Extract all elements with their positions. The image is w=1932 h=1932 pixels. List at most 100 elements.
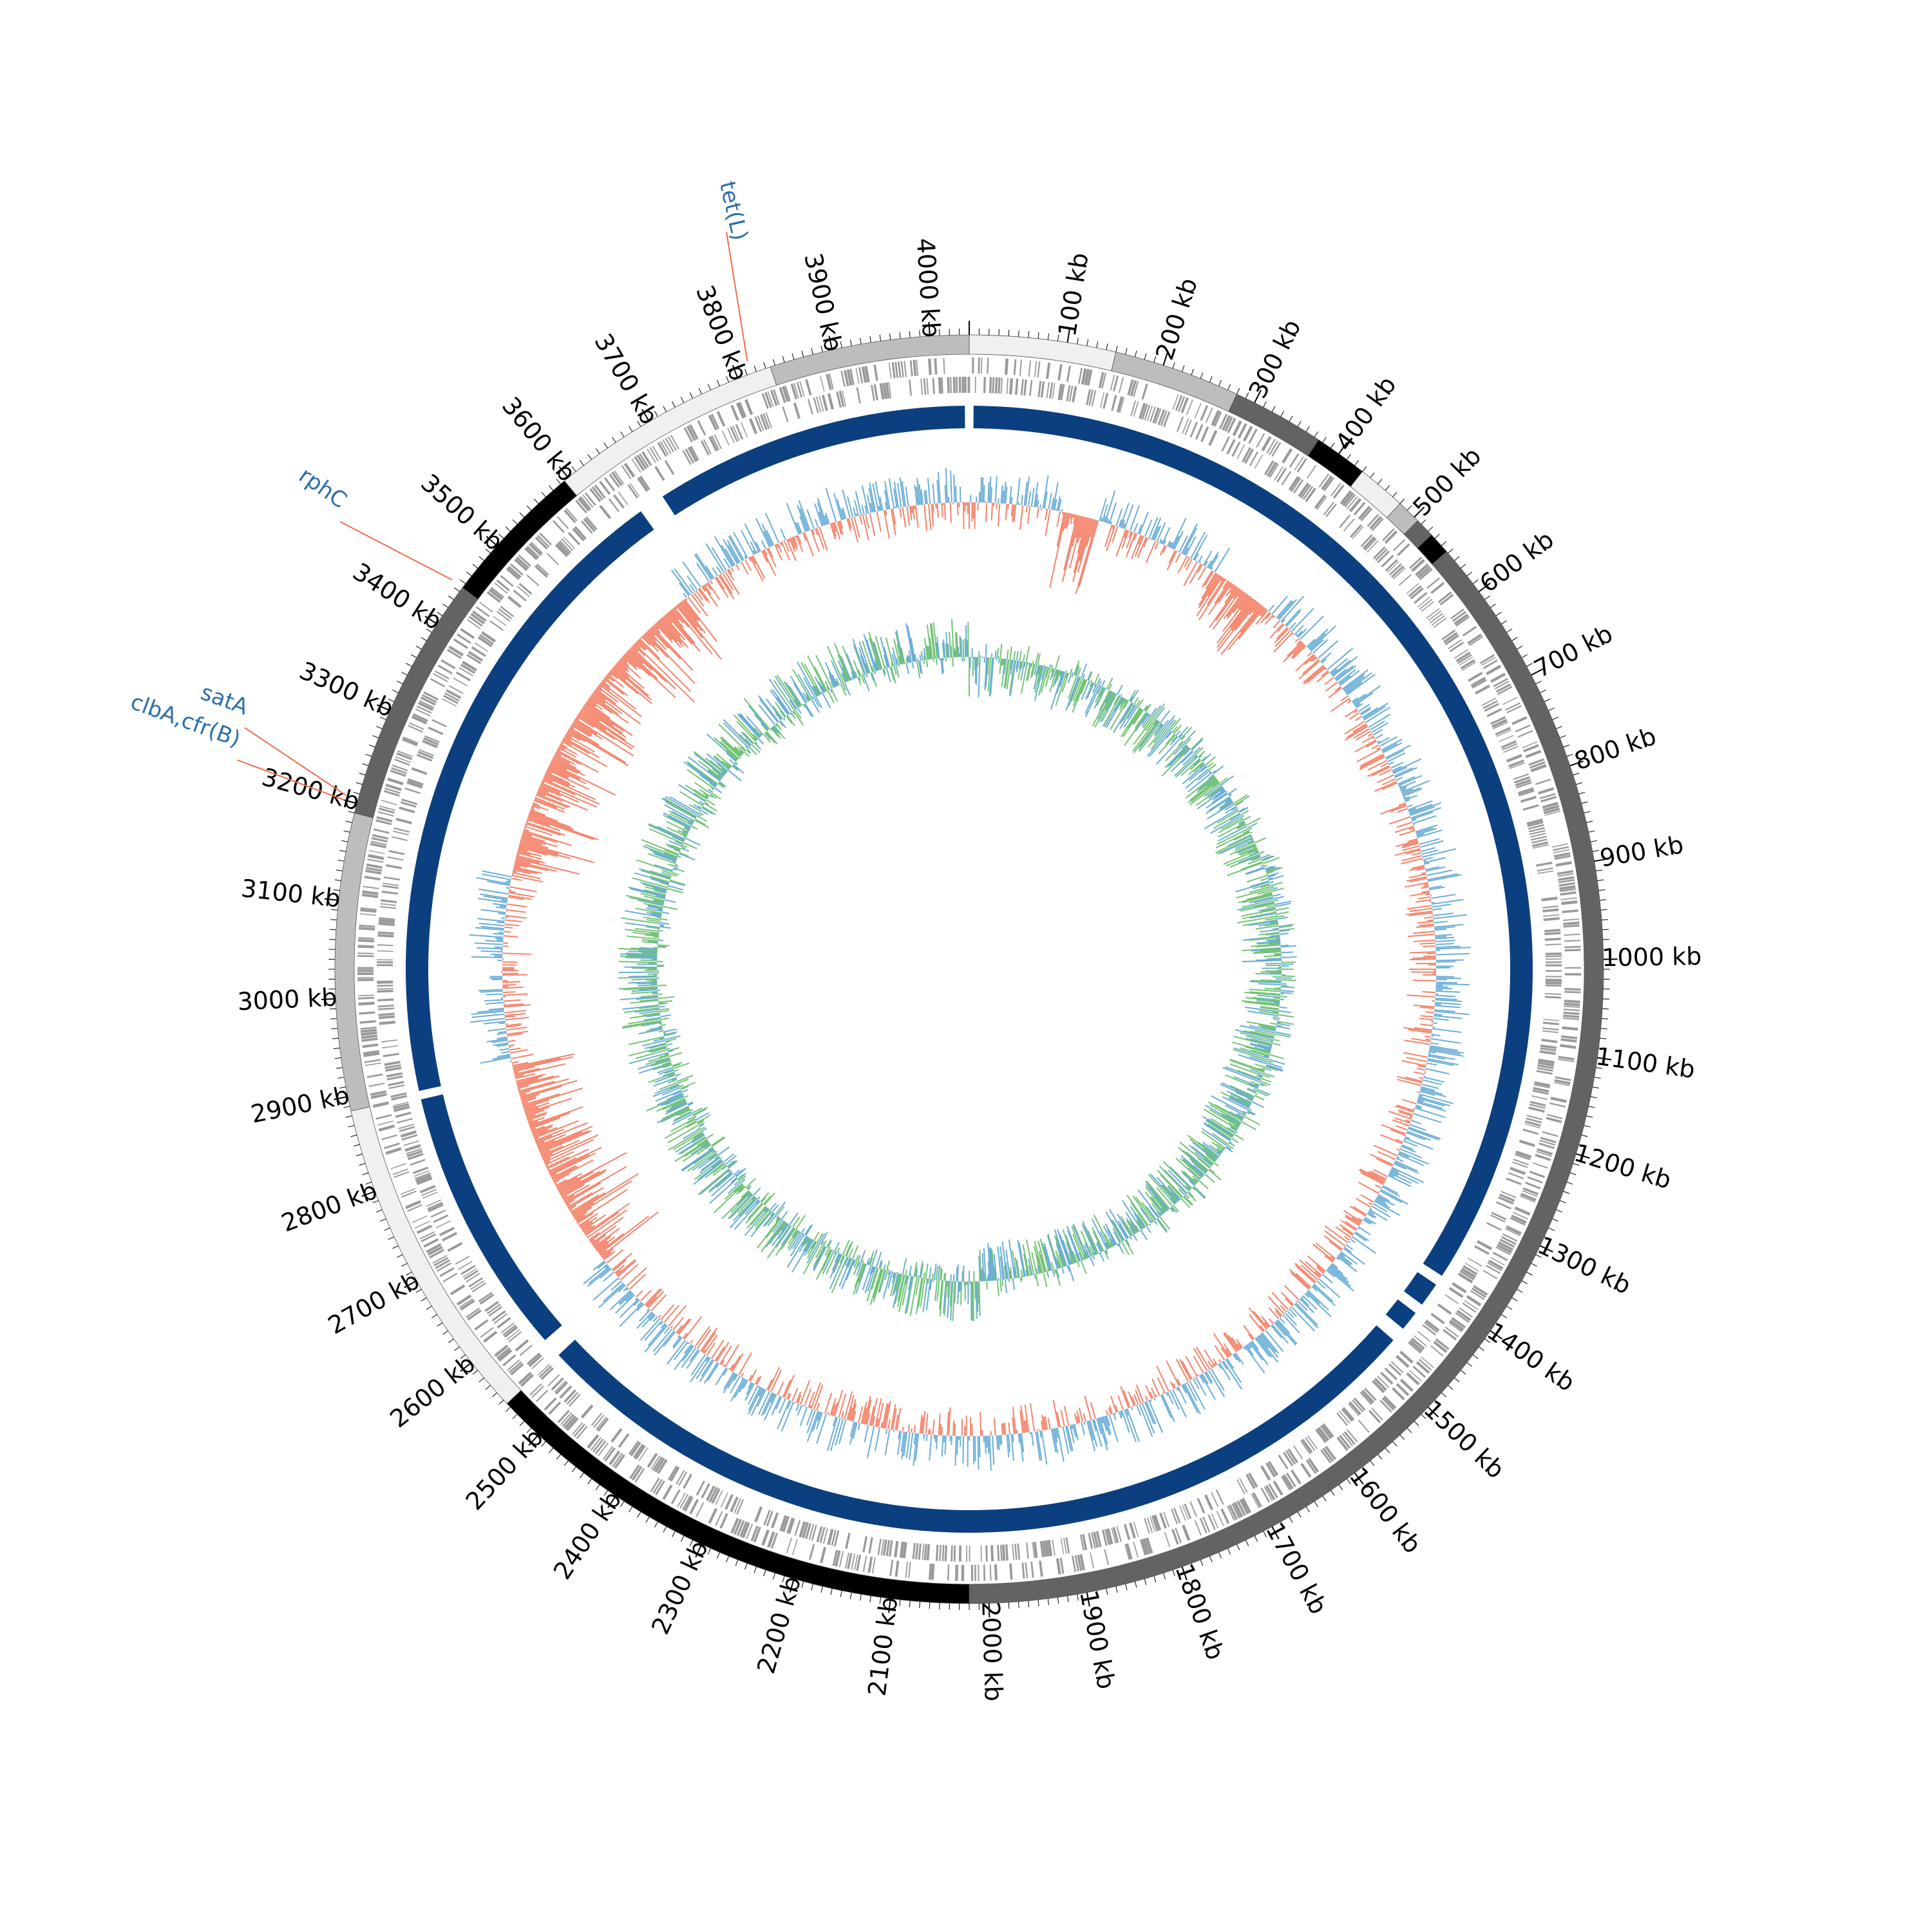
- gc-skew-bar: [1117, 1244, 1119, 1247]
- gc-bar: [1092, 1419, 1097, 1432]
- cds-feature: [1101, 372, 1106, 389]
- gc-bar: [1405, 1136, 1410, 1139]
- gc-skew-bar: [675, 840, 683, 846]
- gc-skew-bar: [1160, 1174, 1183, 1198]
- gc-skew-bar: [650, 911, 662, 915]
- cds-feature: [935, 1544, 939, 1561]
- gc-bar: [1304, 654, 1316, 665]
- gc-skew-bar: [682, 829, 688, 834]
- gc-skew-bar: [1210, 1117, 1236, 1134]
- gc-skew-bar: [906, 656, 909, 663]
- gc-skew-bar: [971, 1281, 974, 1321]
- gc-bar: [630, 646, 676, 690]
- gc-bar: [1151, 1378, 1160, 1396]
- gc-skew-bar: [658, 1068, 674, 1075]
- gc-skew-bar: [1168, 746, 1189, 767]
- cds-feature: [1560, 897, 1577, 900]
- gc-bar: [1128, 1391, 1135, 1406]
- gc-bar: [1258, 1335, 1269, 1349]
- cds-feature: [1449, 1319, 1464, 1332]
- cds-feature: [494, 1344, 509, 1358]
- gc-skew-bar: [1185, 768, 1209, 789]
- gc-bar: [916, 478, 921, 506]
- gc-skew-bar: [1242, 911, 1277, 920]
- gc-bar: [526, 820, 529, 822]
- gc-bar: [485, 1001, 504, 1005]
- gc-bar: [1332, 656, 1358, 677]
- gc-bar: [1359, 755, 1385, 770]
- gc-skew-bar: [1280, 992, 1293, 994]
- cds-feature: [1564, 967, 1581, 969]
- cds-feature: [802, 1522, 809, 1539]
- gc-bar: [1255, 609, 1269, 625]
- gc-skew-bar: [1035, 1274, 1039, 1287]
- gc-bar: [705, 1356, 710, 1362]
- gc-bar: [612, 667, 652, 701]
- cds-feature: [358, 1001, 375, 1006]
- gc-bar: [884, 1401, 891, 1429]
- gc-bar: [1359, 1168, 1385, 1183]
- gc-skew-bar: [797, 661, 818, 697]
- gc-skew-bar: [1236, 822, 1246, 829]
- gc-bar: [1168, 542, 1172, 548]
- gc-skew-bar: [625, 956, 658, 960]
- cds-feature: [1455, 1312, 1470, 1323]
- gc-bar: [524, 1107, 539, 1113]
- gc-bar: [1274, 1307, 1283, 1316]
- gc-bar: [1406, 876, 1427, 882]
- gc-bar: [1424, 1036, 1432, 1038]
- cds-feature: [1540, 1047, 1557, 1052]
- gc-skew-bar: [1165, 741, 1184, 762]
- gc-bar: [611, 1253, 633, 1271]
- cds-feature: [1086, 389, 1092, 406]
- gc-bar: [1423, 1076, 1445, 1083]
- gc-skew-bar: [825, 1251, 837, 1275]
- gc-bar: [1193, 1356, 1204, 1374]
- gc-bar: [1417, 829, 1443, 838]
- gc-skew-bar: [874, 661, 878, 671]
- cds-feature: [819, 1526, 826, 1543]
- cds-feature: [983, 1564, 986, 1581]
- gc-bar: [1400, 788, 1406, 791]
- cds-feature: [400, 1188, 416, 1195]
- cds-feature: [1268, 1483, 1278, 1499]
- cds-feature: [634, 1468, 645, 1482]
- gc-skew-bar: [1043, 1243, 1053, 1271]
- gc-skew-bar: [1251, 1038, 1273, 1045]
- gc-bar: [1280, 596, 1304, 622]
- gc-bar: [538, 1131, 583, 1151]
- gc-bar: [573, 721, 603, 740]
- gc-bar: [527, 817, 551, 827]
- gc-skew-bar: [1012, 1250, 1018, 1278]
- gc-skew-bar: [824, 680, 831, 690]
- gc-bar: [909, 1432, 914, 1460]
- gc-bar: [1052, 1428, 1059, 1454]
- gc-bar: [723, 558, 731, 569]
- gc-skew-bar: [791, 1238, 813, 1273]
- cds-feature: [1454, 649, 1469, 659]
- gc-bar: [1108, 1408, 1112, 1415]
- gc-skew-bar: [841, 1259, 855, 1289]
- gc-bar: [1316, 671, 1330, 683]
- cds-feature: [368, 1083, 385, 1087]
- gc-bar: [1334, 668, 1347, 679]
- cds-feature: [1179, 1505, 1186, 1521]
- gc-skew-bar: [788, 685, 802, 706]
- gc-skew-bar: [1245, 1006, 1279, 1013]
- gc-skew-bar: [1260, 864, 1264, 867]
- cds-feature: [1553, 852, 1571, 858]
- gc-bar: [1417, 896, 1431, 900]
- cds-feature: [1519, 1139, 1535, 1148]
- cds-feature: [419, 1185, 436, 1193]
- gc-bar: [618, 1278, 620, 1280]
- gc-skew-bar: [1244, 991, 1281, 996]
- cds-feature: [939, 1544, 942, 1561]
- gc-skew-bar: [1247, 848, 1258, 854]
- gc-bar: [1044, 1416, 1048, 1430]
- gc-bar: [1207, 575, 1222, 597]
- gc-skew-bar: [882, 668, 886, 677]
- gc-skew-bar: [1040, 1255, 1046, 1273]
- cds-feature: [1374, 1378, 1387, 1391]
- gc-bar: [712, 567, 719, 576]
- gc-skew-bar: [650, 1059, 671, 1067]
